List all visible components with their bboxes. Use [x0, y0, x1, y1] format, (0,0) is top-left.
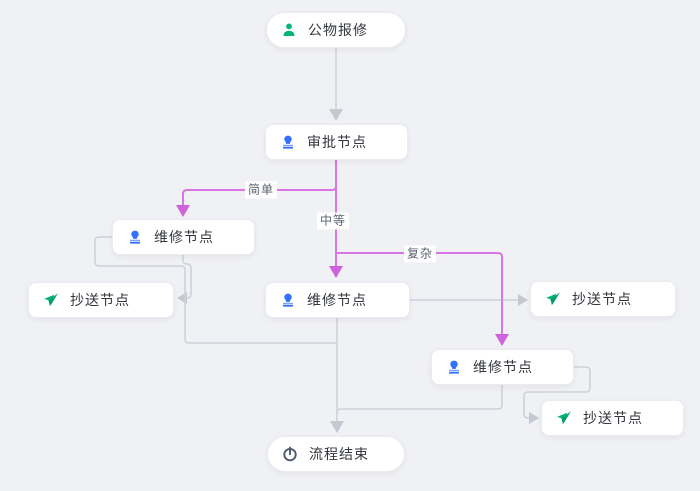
edge-start-to-approval	[329, 48, 343, 121]
node-approval[interactable]: 审批节点	[265, 124, 408, 160]
stamp-icon	[280, 134, 296, 150]
send-icon	[556, 410, 572, 426]
node-label: 维修节点	[307, 292, 367, 308]
node-label: 抄送节点	[572, 291, 632, 307]
edge-approval-to-repair3	[336, 252, 509, 346]
stamp-icon	[446, 359, 462, 375]
node-end[interactable]: 流程结束	[267, 436, 405, 472]
node-cc-3[interactable]: 抄送节点	[541, 400, 684, 436]
edge-repair1-to-end	[94, 236, 337, 344]
node-label: 抄送节点	[70, 292, 130, 308]
node-label: 审批节点	[307, 134, 367, 150]
user-icon	[281, 22, 297, 38]
arrowhead	[330, 421, 344, 433]
node-cc-2[interactable]: 抄送节点	[530, 281, 676, 317]
edge-repair1-to-cc1	[177, 255, 192, 304]
send-icon	[43, 292, 59, 308]
edge-repair3-to-end	[336, 385, 503, 414]
arrowhead	[329, 266, 343, 278]
node-label: 维修节点	[154, 229, 214, 245]
stamp-icon	[127, 229, 143, 245]
edge-repair2-to-cc2	[410, 294, 528, 306]
arrowhead	[329, 109, 343, 121]
edge-label-simple[interactable]: 简单	[244, 181, 278, 199]
node-label: 抄送节点	[583, 410, 643, 426]
node-repair-2[interactable]: 维修节点	[265, 282, 410, 318]
edge-label-complex[interactable]: 复杂	[403, 245, 437, 263]
arrowhead	[529, 412, 539, 424]
send-icon	[545, 291, 561, 307]
node-start[interactable]: 公物报修	[266, 12, 406, 48]
stamp-icon	[280, 292, 296, 308]
arrowhead	[518, 294, 528, 306]
edge-repair3-to-cc3	[523, 366, 591, 424]
node-label: 流程结束	[309, 446, 369, 462]
node-cc-1[interactable]: 抄送节点	[28, 282, 174, 318]
arrowhead	[176, 205, 190, 217]
power-icon	[282, 446, 298, 462]
node-label: 公物报修	[308, 22, 368, 38]
node-repair-3[interactable]: 维修节点	[431, 349, 574, 385]
node-repair-1[interactable]: 维修节点	[112, 219, 255, 255]
arrowhead	[495, 334, 509, 346]
edge-repair2-to-end	[330, 318, 344, 433]
edge-label-medium[interactable]: 中等	[316, 212, 350, 230]
node-label: 维修节点	[473, 359, 533, 375]
